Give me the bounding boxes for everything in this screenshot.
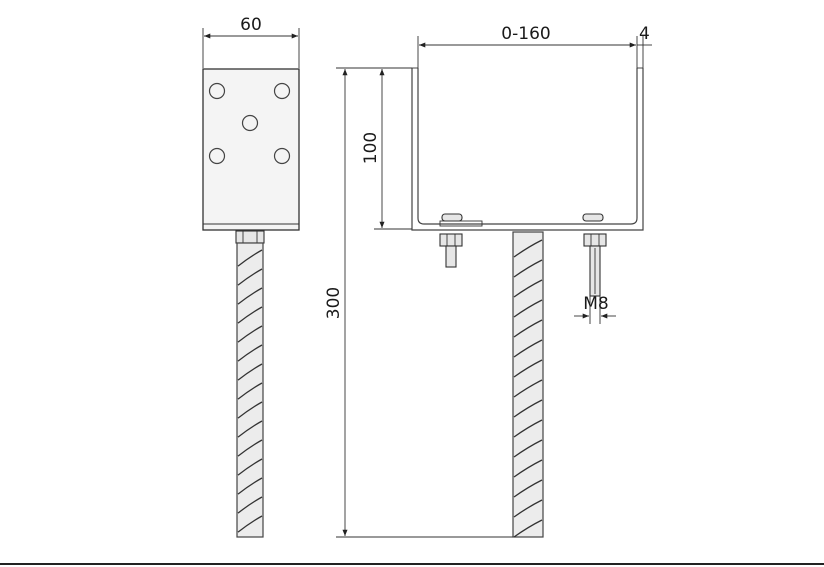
rebar-rib — [237, 401, 263, 419]
washer-right — [582, 213, 604, 222]
rebar-rib — [237, 344, 263, 362]
rebar-rib — [237, 287, 263, 305]
mounting-hole — [208, 82, 226, 100]
dim-160-label: 0-160 — [501, 24, 550, 44]
rebar-rib — [237, 268, 263, 286]
rebar-rib — [513, 379, 543, 398]
rebar-rib — [237, 382, 263, 400]
dim-m8-label: M8 — [583, 294, 608, 314]
front-plate — [202, 68, 300, 231]
rebar-rib — [237, 306, 263, 324]
rebar-rib — [237, 477, 263, 495]
rebar-rib — [237, 363, 263, 381]
mounting-hole — [208, 147, 226, 165]
washer-left — [441, 213, 463, 222]
rebar-rib — [237, 325, 263, 343]
u-cup-inner — [417, 68, 638, 225]
dim-60-label: 60 — [240, 15, 262, 35]
rebar-rib — [237, 496, 263, 514]
rebar-rib — [513, 279, 543, 298]
dim-4-label: 4 — [639, 24, 650, 44]
side-view: 0-160 4 100 300 M8 — [324, 24, 652, 538]
front-view: 60 — [202, 15, 300, 538]
front-nut — [235, 230, 265, 244]
rebar-rib — [513, 359, 543, 378]
rebar-rib — [237, 515, 263, 533]
mounting-hole — [273, 82, 291, 100]
rebar-rib — [513, 479, 543, 498]
rebar-rib — [237, 249, 263, 267]
rebar-rib — [513, 399, 543, 418]
rebar-rib — [513, 419, 543, 438]
u-cup-outer — [411, 68, 644, 231]
rebar-rib — [237, 458, 263, 476]
rebar-rib — [513, 339, 543, 358]
front-rebar-ribs — [237, 249, 263, 533]
rebar-rib — [513, 459, 543, 478]
rebar-rib — [513, 299, 543, 318]
side-rebar — [512, 231, 544, 538]
mounting-hole — [241, 114, 259, 132]
rebar-rib — [513, 439, 543, 458]
dim-300-label: 300 — [324, 287, 344, 319]
rebar-rib — [237, 439, 263, 457]
rebar-rib — [513, 319, 543, 338]
rebar-rib — [237, 420, 263, 438]
nut-right — [583, 233, 607, 247]
dim-100-label: 100 — [361, 132, 381, 164]
rebar-rib — [513, 259, 543, 278]
side-rebar-ribs — [513, 239, 543, 538]
rebar-rib — [513, 519, 543, 538]
nut-left — [439, 233, 463, 247]
rebar-rib — [513, 239, 543, 258]
mounting-hole — [273, 147, 291, 165]
bolt-left-shank — [445, 245, 457, 268]
rebar-rib — [513, 499, 543, 518]
